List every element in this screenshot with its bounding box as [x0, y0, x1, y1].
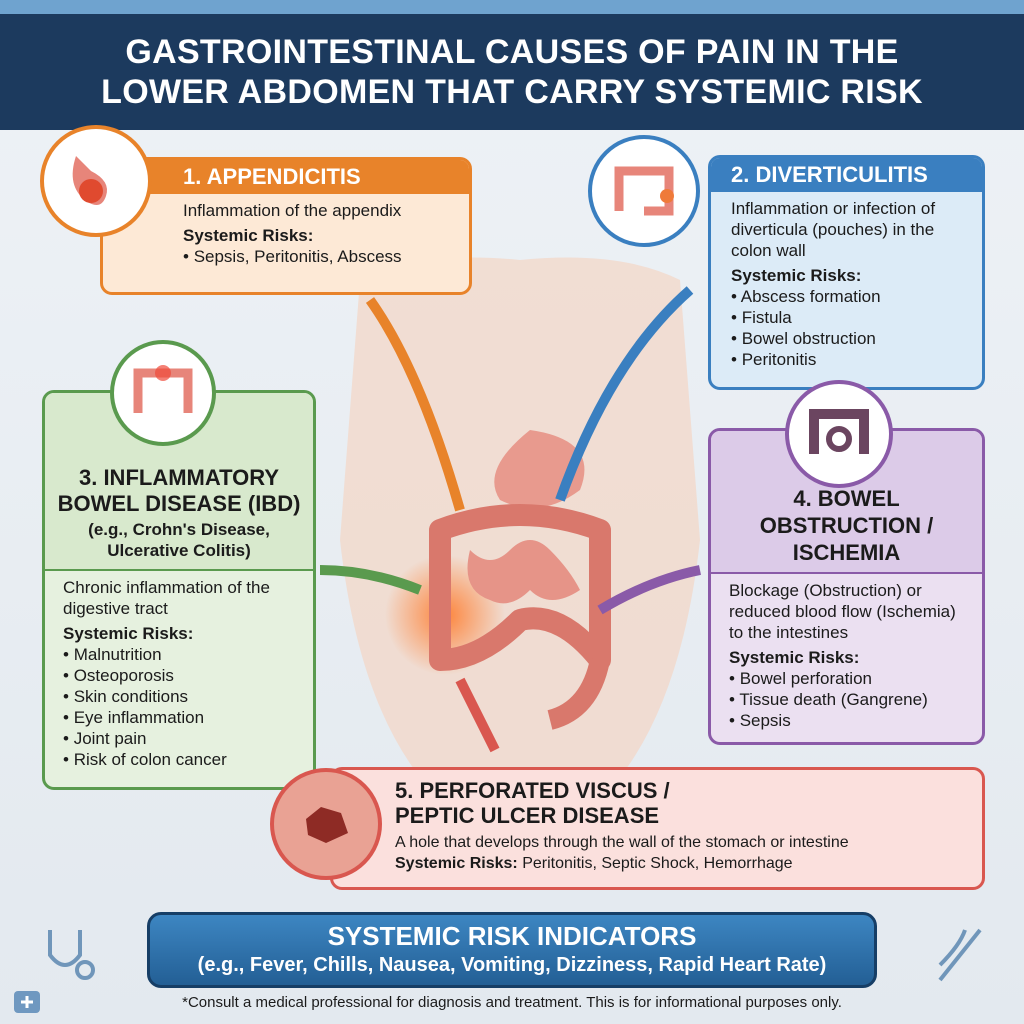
systemic-risk-banner: SYSTEMIC RISK INDICATORS (e.g., Fever, C…	[147, 912, 877, 988]
risks-label: Systemic Risks:	[63, 624, 194, 643]
card-description: Inflammation of the appendix	[183, 201, 402, 220]
banner-title: SYSTEMIC RISK INDICATORS	[327, 921, 697, 951]
risk-item: Sepsis, Peritonitis, Abscess	[183, 246, 457, 267]
risks-label: Systemic Risks:	[729, 648, 860, 667]
risk-item: Fistula	[731, 307, 970, 328]
card-description: Chronic inflammation of the digestive tr…	[63, 578, 270, 618]
card-ibd: 3. INFLAMMATORY BOWEL DISEASE (IBD) (e.g…	[42, 390, 316, 790]
card-heading: 2. DIVERTICULITIS	[711, 158, 982, 192]
card-heading: 1. APPENDICITIS	[103, 160, 469, 194]
risk-items: Peritonitis, Septic Shock, Hemorrhage	[522, 855, 793, 872]
risks-label: Systemic Risks:	[395, 855, 518, 872]
risk-item: Osteoporosis	[63, 665, 301, 686]
risk-item: Bowel perforation	[729, 668, 970, 689]
medical-kit-icon	[14, 991, 40, 1013]
risk-item: Joint pain	[63, 728, 301, 749]
risk-item: Bowel obstruction	[731, 328, 970, 349]
risks-label: Systemic Risks:	[183, 226, 314, 245]
card-bowel-obstruction: 4. BOWEL OBSTRUCTION / ISCHEMIA Blockage…	[708, 428, 985, 745]
card-heading: 4. BOWEL OBSTRUCTION / ISCHEMIA	[759, 486, 934, 565]
risk-item: Malnutrition	[63, 644, 301, 665]
risk-item: Tissue death (Gangrene)	[729, 689, 970, 710]
page-title: GASTROINTESTINAL CAUSES OF PAIN IN THE L…	[101, 33, 923, 111]
card-heading: 5. PERFORATED VISCUS / PEPTIC ULCER DISE…	[395, 778, 670, 828]
risk-item: Abscess formation	[731, 286, 970, 307]
card-subheading: (e.g., Crohn's Disease, Ulcerative Colit…	[88, 520, 270, 560]
abdomen-illustration	[319, 257, 701, 800]
risks-label: Systemic Risks:	[731, 266, 862, 285]
card-appendicitis: 1. APPENDICITIS Inflammation of the appe…	[100, 157, 472, 295]
card-diverticulitis: 2. DIVERTICULITIS Inflammation or infect…	[708, 155, 985, 390]
appendix-icon	[40, 125, 152, 237]
card-description: Inflammation or infection of diverticula…	[731, 199, 936, 260]
risk-item: Eye inflammation	[63, 707, 301, 728]
header: GASTROINTESTINAL CAUSES OF PAIN IN THE L…	[0, 0, 1024, 130]
colon-icon	[588, 135, 700, 247]
stethoscope-icon	[48, 930, 95, 980]
banner-subtitle: (e.g., Fever, Chills, Nausea, Vomiting, …	[197, 954, 827, 976]
dna-icon	[938, 928, 982, 982]
intestine-icon	[110, 340, 216, 446]
card-description: Blockage (Obstruction) or reduced blood …	[729, 581, 956, 642]
perforation-icon	[270, 768, 382, 880]
card-heading: 3. INFLAMMATORY BOWEL DISEASE (IBD)	[57, 465, 301, 516]
disclaimer: *Consult a medical professional for diag…	[182, 994, 842, 1011]
risk-item: Risk of colon cancer	[63, 749, 301, 770]
card-perforated-viscus: 5. PERFORATED VISCUS / PEPTIC ULCER DISE…	[330, 767, 985, 890]
risk-item: Skin conditions	[63, 686, 301, 707]
risk-item: Sepsis	[729, 710, 970, 731]
risk-item: Peritonitis	[731, 349, 970, 370]
obstructed-bowel-icon	[785, 380, 893, 488]
card-description: A hole that develops through the wall of…	[395, 834, 849, 851]
